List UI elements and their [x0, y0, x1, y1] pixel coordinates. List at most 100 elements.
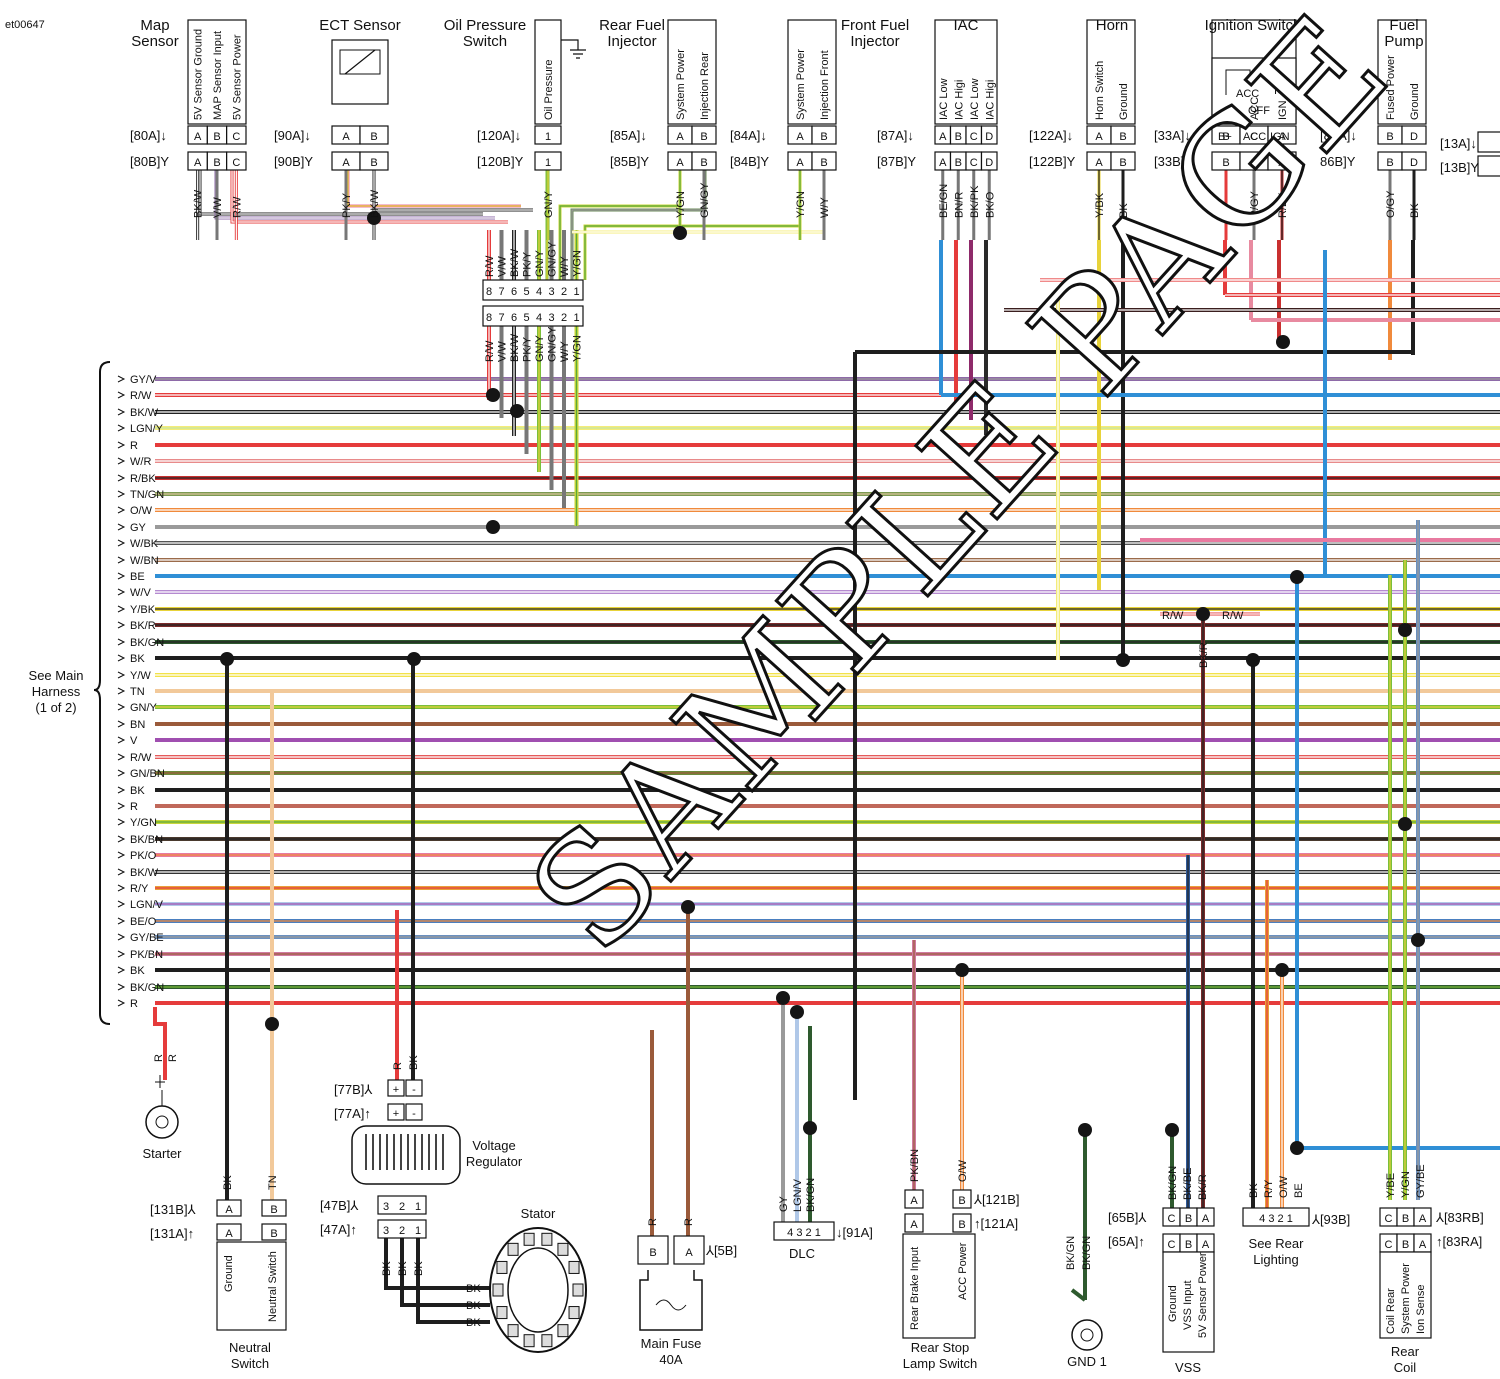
splice-dot — [265, 1017, 279, 1031]
splice-dot — [486, 388, 500, 402]
stator-pole-icon — [557, 1242, 569, 1256]
neutral-switch-body — [216, 1241, 287, 1331]
front-inj-func: System Power — [795, 49, 807, 120]
stator-pole-icon — [507, 1242, 519, 1256]
inline-pin: 3 — [548, 286, 554, 298]
feed-wire-stripe — [373, 170, 533, 211]
harness-terminal-icon — [117, 441, 126, 449]
vreg-polarity: + — [393, 1108, 399, 1120]
coil-wire-label: Y/GN — [1400, 1171, 1412, 1198]
rear-inj-conn-b-label: [85B]Y — [610, 154, 649, 169]
horn-conn-b-label: [122B]Y — [1029, 154, 1076, 169]
harness-wire-label: W/BK — [130, 538, 159, 550]
horn-conn-a-pin: A — [1095, 131, 1103, 143]
harness-wire-label: R/W — [130, 752, 152, 764]
splice-dot — [1116, 653, 1130, 667]
iac-func: IAC Low — [938, 78, 950, 120]
pump-conn-a-cell — [1401, 125, 1427, 145]
lighting-title: See Rear — [1249, 1236, 1305, 1251]
stop-pin: A — [910, 1195, 918, 1207]
harness-wire-label: GY/V — [130, 374, 157, 386]
vss-conn-b-cell — [1196, 1207, 1215, 1227]
coil-wire-label: Y/BE — [1385, 1173, 1397, 1198]
map-wire-label: V/W — [212, 197, 224, 218]
ignition-switch-icon — [1225, 69, 1251, 95]
gnd-wire — [1070, 1288, 1087, 1302]
rear-inj-wire-label: GN/GY — [699, 182, 711, 218]
front-inj-title: Injector — [850, 33, 899, 50]
splice-dot — [681, 900, 695, 914]
labels-layer: GY/VR/WBK/WLGN/YRW/RR/BKTN/GNO/WGYW/BKW/… — [5, 17, 1484, 1375]
coil-func: Ion Sense — [1415, 1284, 1427, 1334]
vss-body — [1162, 1251, 1215, 1353]
pump-conn-b-pin: B — [1386, 157, 1393, 169]
harness-terminal-icon — [117, 687, 126, 695]
neutral-pin: B — [270, 1204, 277, 1216]
inline-wire-label: BK/W — [509, 333, 521, 362]
harness-wire-label: Y/BK — [130, 604, 156, 616]
harness-wire-label: BK/GN — [130, 982, 164, 994]
ign-conn-b-cell — [1267, 151, 1297, 171]
edge13-conn-b-label: [13B]Y — [1440, 160, 1479, 175]
horn-body — [1086, 19, 1136, 125]
fuse-wire-label: R — [647, 1218, 659, 1226]
horn-conn-b-pin: A — [1095, 157, 1103, 169]
feed-wire — [583, 160, 802, 280]
inline-pin: 1 — [573, 312, 579, 324]
harness-wire-label: BE/O — [130, 916, 157, 928]
map-conn-a-pin: A — [194, 131, 202, 143]
harness-terminal-icon — [117, 457, 126, 465]
ign-switch-label: IGN — [1274, 85, 1294, 97]
doc-id: et00647 — [5, 19, 45, 31]
inline-wire-label: BK/W — [509, 248, 521, 277]
harness-wire-label: V — [130, 735, 138, 747]
junction-label: R/W — [1222, 610, 1244, 622]
neutral-conn-b — [261, 1199, 287, 1217]
rear-inj-title: Rear Fuel — [599, 17, 665, 34]
stator-pole-icon — [541, 1334, 553, 1348]
coil-func: System Power — [1400, 1263, 1412, 1334]
oil-body — [534, 19, 562, 125]
splice-dot — [486, 520, 500, 534]
harness-terminal-icon — [117, 572, 126, 580]
stator-pole-icon — [507, 1324, 519, 1338]
dlc-connector — [773, 1221, 835, 1241]
harness-terminal-icon — [117, 933, 126, 941]
ign-func: B+ — [1218, 131, 1232, 143]
vreg-polarity: + — [393, 1084, 399, 1096]
horn-wire-label: Y/BK — [1094, 192, 1106, 218]
inline-pin: 2 — [561, 312, 567, 324]
coil-conn-b-label: ⅄[83RB] — [1435, 1210, 1484, 1225]
vss-wire-label: BK/BE — [1182, 1168, 1194, 1200]
harness-terminal-icon — [117, 424, 126, 432]
harness-terminal-icon — [117, 835, 126, 843]
map-conn-a-label: [80A]↓ — [130, 128, 167, 143]
splice-dot — [1276, 335, 1290, 349]
harness-label: (1 of 2) — [35, 700, 76, 715]
harness-terminal-icon — [117, 868, 126, 876]
oil-func: Oil Pressure — [543, 59, 555, 120]
harness-terminal-icon — [117, 605, 126, 613]
vreg-pin: 2 — [399, 1225, 405, 1237]
harness-wire-label: BK/BN — [130, 834, 163, 846]
harness-wire-label: LGN/Y — [130, 423, 164, 435]
harness-terminal-icon — [117, 753, 126, 761]
vss-conn-b-pin: C — [1168, 1213, 1176, 1225]
neutral-conn-b — [216, 1199, 242, 1217]
starter-wire — [153, 1007, 167, 1080]
feed-wire — [372, 170, 533, 212]
harness-terminal-icon — [117, 999, 126, 1007]
starter-title: Starter — [142, 1146, 182, 1161]
bus-wire — [1295, 577, 1500, 1150]
inline-pin: 4 — [536, 312, 542, 324]
starter-wire-label: R — [167, 1054, 179, 1062]
fuse-element-icon — [655, 1299, 687, 1311]
map-conn-b-pin: A — [194, 157, 202, 169]
harness-wire-label: W/V — [130, 587, 151, 599]
ground-icon — [561, 39, 586, 59]
inline-wire-label: GN/GY — [547, 326, 559, 362]
oil-conn-a-label: [120A]↓ — [477, 128, 521, 143]
vss-title: VSS — [1175, 1360, 1201, 1375]
harness-terminal-icon — [117, 621, 126, 629]
map-func: 5V Sensor Power — [231, 34, 243, 120]
